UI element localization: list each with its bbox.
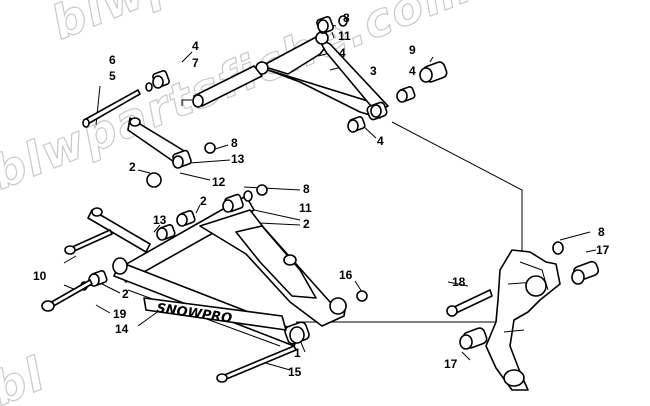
callout-4: 4 [339,46,346,60]
callout-labels: 8 11 4 3 9 4 4 6 5 4 7 8 13 2 12 2 8 11 … [33,11,610,379]
callout-5: 5 [109,69,116,83]
callout-13: 13 [231,152,245,166]
callout-16: 16 [339,268,353,282]
callout-18: 18 [452,275,466,289]
callout-11: 11 [338,29,351,43]
callout-8: 8 [343,11,350,25]
callout-6: 6 [109,53,116,67]
spindle [446,241,600,391]
watermark-text-bottom: bl [0,346,53,406]
callout-1: 1 [294,346,301,360]
callout-12: 12 [212,175,226,189]
callout-4: 4 [192,39,199,53]
upper-a-arm [255,31,389,121]
lower-hardware [41,184,368,383]
upper-hardware [82,15,448,133]
callout-17: 17 [444,357,458,371]
callout-3: 3 [370,64,377,78]
callout-19: 19 [113,307,127,321]
callout-2: 2 [122,287,129,301]
callout-13: 13 [153,213,167,227]
callout-17: 17 [596,243,610,257]
callout-15: 15 [288,365,302,379]
callout-10: 10 [33,269,47,283]
callout-8: 8 [231,136,238,150]
link-plate-upper [127,117,216,188]
callout-2: 2 [303,217,310,231]
callout-4: 4 [377,134,384,148]
callout-9: 9 [409,43,416,57]
watermark: blwpartsfiche.com blwpartsfiche.com bl [0,0,540,406]
callout-11: 11 [299,201,312,215]
callout-2: 2 [200,194,207,208]
callout-14: 14 [115,322,129,336]
callout-4: 4 [409,64,416,78]
callout-8: 8 [598,225,605,239]
callout-8: 8 [303,182,310,196]
callout-2: 2 [129,160,136,174]
callout-7: 7 [192,56,199,70]
